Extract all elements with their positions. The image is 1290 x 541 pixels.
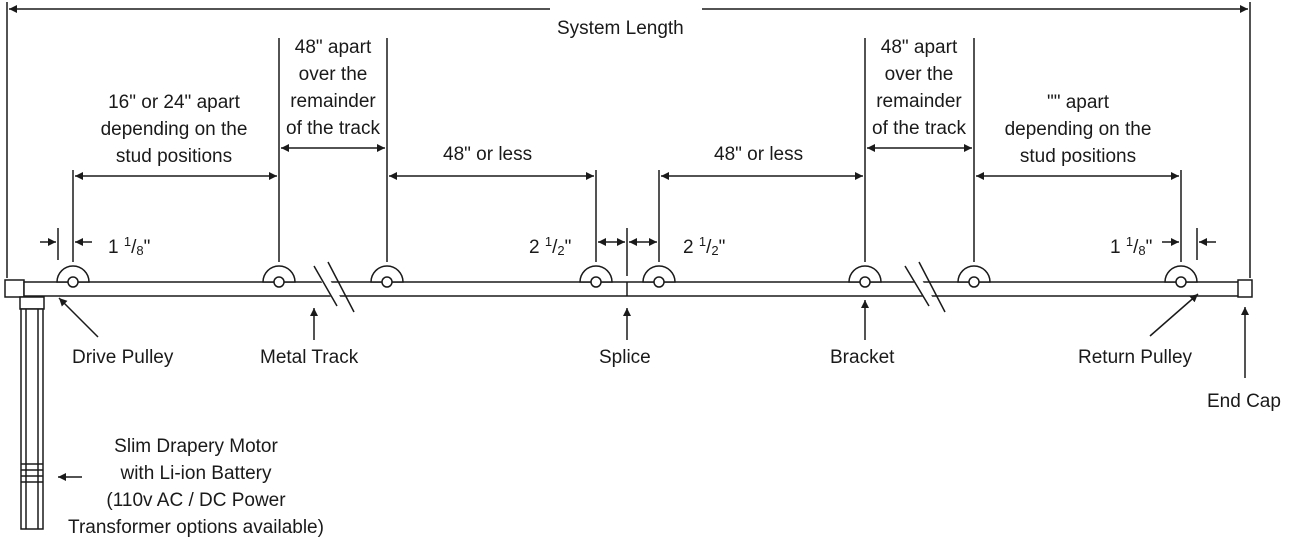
spacing-remainder-left-label: 48" apart over the remainder of the trac…: [278, 34, 388, 142]
offset-left-denominator: 8: [136, 243, 144, 258]
spacing-end-right-line-1: "" apart: [1046, 92, 1110, 113]
spacing-splice-left-label: 48" or less: [443, 144, 533, 165]
bracket: [371, 266, 403, 282]
splice-gap-left-label: 2 1/2": [529, 234, 572, 258]
callout-arrows: [58, 294, 1249, 481]
spacing-end-right-line-3: stud positions: [1019, 146, 1137, 167]
splice-gap-right-unit: ": [718, 237, 726, 258]
splice-gap-left-whole: 2: [529, 237, 540, 258]
offset-right-numerator: 1: [1125, 234, 1134, 249]
offset-left-unit: ": [143, 237, 151, 258]
drive-pulley: [57, 266, 89, 282]
system-length-label: System Length: [557, 18, 684, 39]
motor-note-line-2: with Li-ion Battery: [120, 463, 272, 484]
spacing-remainder-left-line-1: 48" apart: [294, 37, 372, 58]
return-pulley: [1165, 266, 1197, 282]
splice-gap-right-numerator: 1: [698, 234, 707, 249]
metal-track-label: Metal Track: [260, 347, 359, 368]
track-break-symbols: [314, 262, 945, 312]
metal-track-rail: [5, 280, 1252, 297]
return-pulley-label: Return Pulley: [1078, 347, 1193, 368]
splice-label: Splice: [599, 347, 651, 368]
splice-gap-right-label: 2 1/2": [683, 234, 726, 258]
motor-note-line-3: (110v AC / DC Power: [106, 490, 286, 511]
spacing-end-left-line-2: depending on the: [100, 119, 248, 140]
spacing-splice-right-label: 48" or less: [714, 144, 804, 165]
offset-right-unit: ": [1145, 237, 1153, 258]
bracket: [643, 266, 675, 282]
spacing-remainder-right-line-2: over the: [884, 64, 954, 85]
motor-note-line-1: Slim Drapery Motor: [114, 436, 278, 457]
bracket: [958, 266, 990, 282]
spacing-arrows: [75, 144, 1179, 180]
motor-note: Slim Drapery Motor with Li-ion Battery (…: [56, 433, 336, 541]
spacing-end-left-line-1: 16" or 24" apart: [108, 92, 240, 113]
offset-right-whole: 1: [1110, 237, 1121, 258]
bracket: [580, 266, 612, 282]
offset-right-denominator: 8: [1138, 243, 1146, 258]
splice-gap-left-unit: ": [564, 237, 572, 258]
spacing-end-right-line-2: depending on the: [1004, 119, 1152, 140]
spacing-remainder-left-line-2: over the: [298, 64, 368, 85]
spacing-remainder-right-line-3: remainder: [876, 91, 962, 112]
splice-gap-left-numerator: 1: [544, 234, 553, 249]
bracket: [263, 266, 295, 282]
spacing-end-left-line-3: stud positions: [115, 146, 233, 167]
slim-drapery-motor: [20, 297, 44, 529]
system-length-dimension: [7, 2, 1250, 278]
spacing-remainder-right-label: 48" apart over the remainder of the trac…: [864, 34, 974, 142]
offset-right-label: 1 1/8": [1110, 234, 1153, 258]
spacing-end-left-label: 16" or 24" apart depending on the stud p…: [86, 89, 262, 170]
offset-left-numerator: 1: [123, 234, 132, 249]
offset-left-whole: 1: [108, 237, 119, 258]
spacing-remainder-right-line-4: of the track: [872, 118, 966, 139]
end-cap-label: End Cap: [1207, 391, 1281, 412]
spacing-remainder-left-line-4: of the track: [286, 118, 380, 139]
spacing-remainder-right-line-1: 48" apart: [880, 37, 958, 58]
offset-left-label: 1 1/8": [108, 234, 151, 258]
spacing-remainder-left-line-3: remainder: [290, 91, 376, 112]
spacing-end-right-label: "" apart depending on the stud positions: [990, 89, 1166, 170]
splice-gap-right-denominator: 2: [711, 243, 719, 258]
bracket-label: Bracket: [830, 347, 895, 368]
extension-lines: [58, 38, 1197, 276]
motor-note-line-4: Transformer options available): [68, 517, 324, 538]
brackets: [57, 266, 1197, 287]
splice-gap-left-denominator: 2: [557, 243, 565, 258]
bracket: [849, 266, 881, 282]
splice-gap-right-whole: 2: [683, 237, 694, 258]
drive-pulley-label: Drive Pulley: [72, 347, 174, 368]
